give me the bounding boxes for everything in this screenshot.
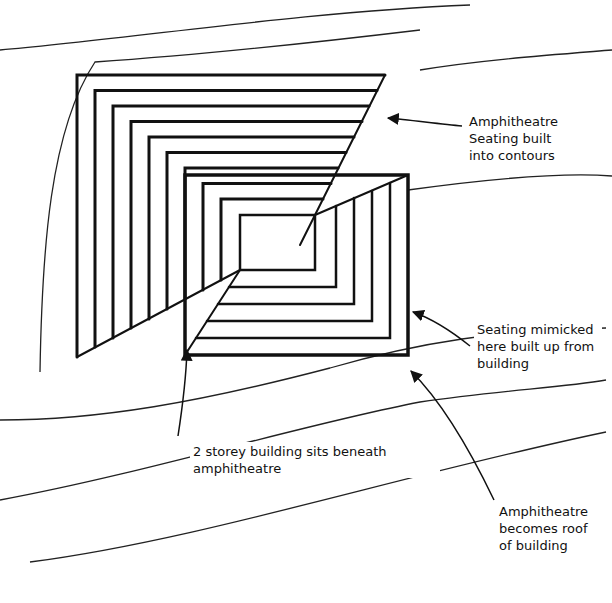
building-seating [185,175,408,355]
annotation-note: Seating mimicked here built up from buil… [474,320,602,373]
amphitheatre-seating [77,75,385,357]
contour-lines [0,5,612,562]
building-outline [185,175,408,355]
leader-arrows [178,118,494,500]
annotation-note: Amphitheatre Seating built into contours [466,112,582,165]
annotation-note: Amphitheatre becomes roof of building [496,502,602,555]
annotation-note: 2 storey building sits beneath amphithea… [190,442,440,478]
